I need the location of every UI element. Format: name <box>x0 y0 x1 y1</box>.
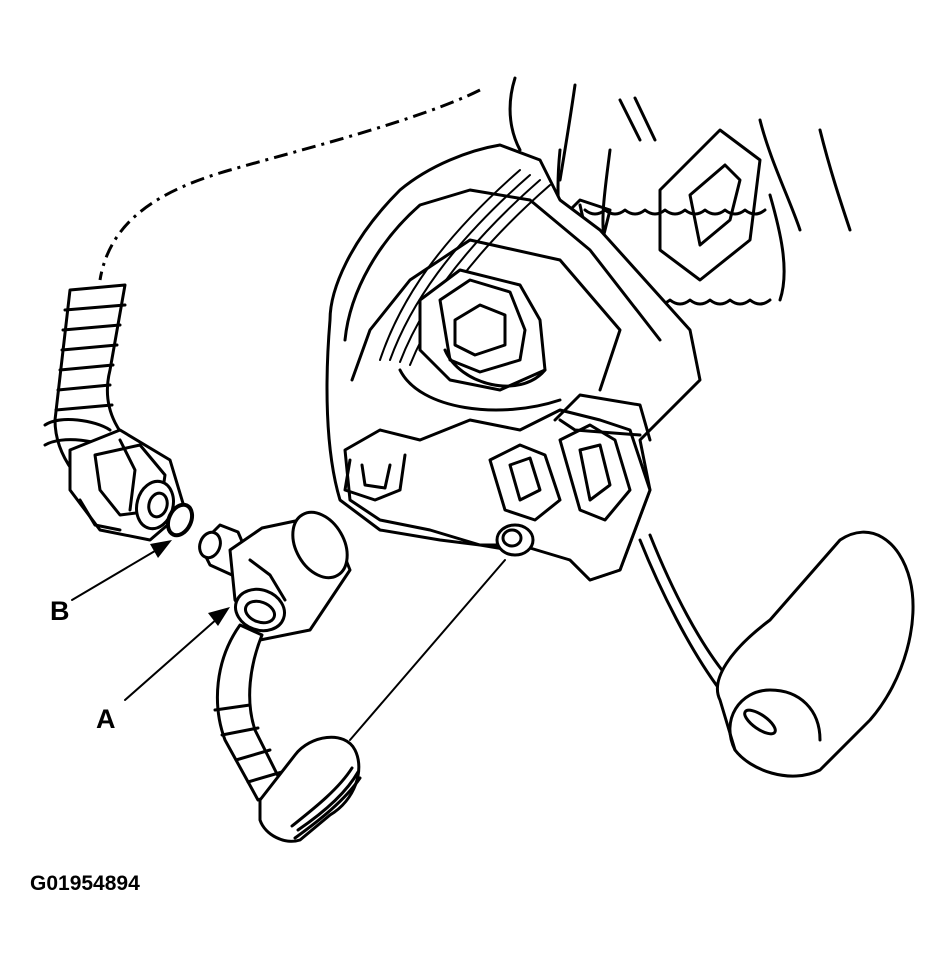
callout-label-b: B <box>50 596 70 626</box>
pump-module-body <box>325 143 702 582</box>
o-ring-b <box>165 502 195 538</box>
float-assembly <box>638 530 915 778</box>
hose-routing-line <box>98 88 481 281</box>
callout-label-a: A <box>96 704 116 734</box>
fuel-filter-a <box>198 510 362 843</box>
callout-a-arrow <box>124 607 230 701</box>
callout-b-arrow <box>71 540 172 601</box>
filter-to-port-leader <box>349 559 506 741</box>
figure-id: G01954894 <box>30 872 140 895</box>
fuel-hose <box>43 283 187 542</box>
